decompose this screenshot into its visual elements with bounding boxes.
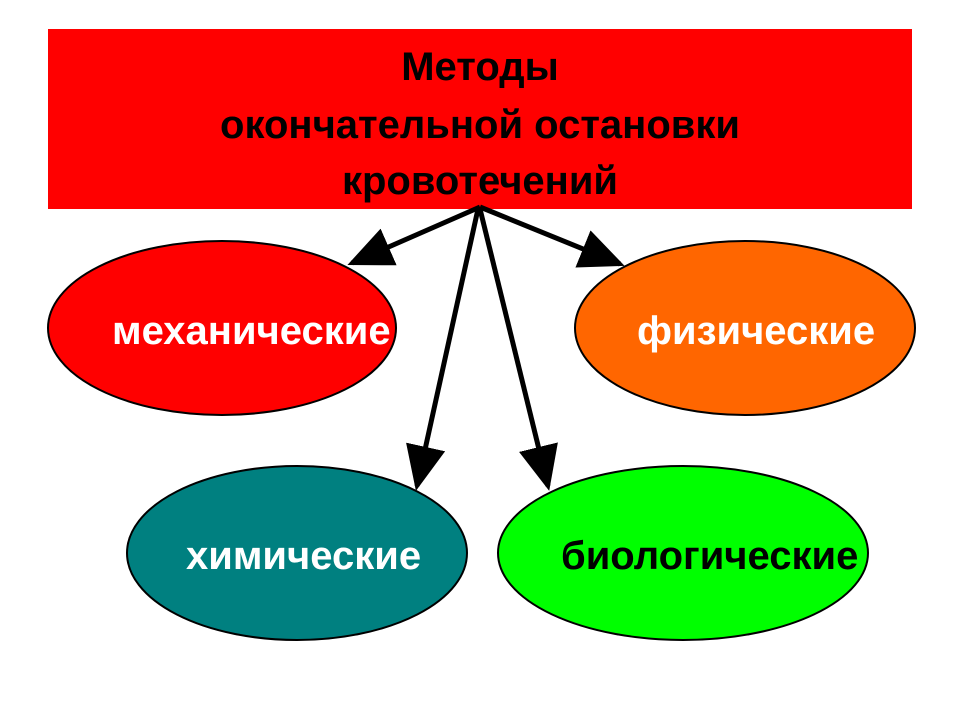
- node-chemical: [126, 465, 468, 641]
- node-mechanical: [47, 240, 397, 416]
- title-box: [48, 29, 912, 209]
- label-physical: физические: [637, 309, 875, 353]
- arrow-to-biological: [477, 208, 558, 491]
- title-line-3: кровотечений: [342, 159, 618, 203]
- arrow-to-physical: [479, 204, 625, 268]
- node-biological: [497, 465, 869, 641]
- label-chemical: химические: [186, 534, 421, 578]
- arrow-to-mechanical: [347, 204, 482, 266]
- title-line-2: окончательной остановки: [220, 103, 740, 147]
- label-biological: биологические: [561, 534, 858, 578]
- title-line-1: Методы: [401, 45, 559, 89]
- arrow-to-chemical: [406, 208, 481, 491]
- node-physical: [574, 240, 916, 416]
- label-mechanical: механические: [112, 309, 391, 353]
